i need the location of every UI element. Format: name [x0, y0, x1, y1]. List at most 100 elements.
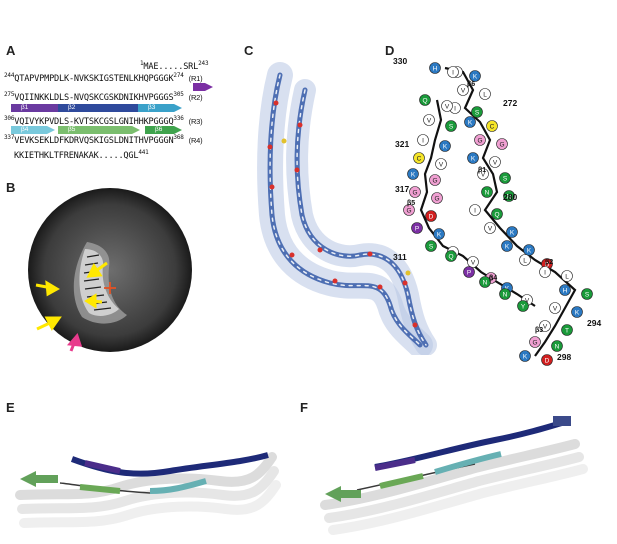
residue-node: S	[581, 288, 593, 300]
svg-text:V: V	[543, 323, 548, 330]
svg-text:N: N	[503, 291, 508, 298]
svg-text:N: N	[483, 279, 488, 286]
repeat-tag: (R3)	[188, 116, 203, 126]
svg-text:I: I	[422, 137, 424, 144]
class-average-image	[28, 188, 192, 352]
svg-text:K: K	[468, 119, 473, 126]
repeat-tag: (R1)	[188, 73, 203, 83]
svg-text:G: G	[488, 275, 493, 282]
seq-text: VQIVYKPVDLS-KVTSKCGSLGNIHHKPGGGQ	[14, 116, 174, 127]
seq-text: VQIINKKLDLS-NVQSKCGSKDNIKHVPGGGS	[14, 92, 174, 103]
residue-number-label: 321	[395, 139, 409, 149]
svg-text:K: K	[437, 231, 442, 238]
residue-node: K	[469, 70, 481, 82]
strand-arrow-b6: β6	[145, 126, 182, 134]
residue-node: S	[445, 120, 457, 132]
residue-node: K	[506, 226, 518, 238]
svg-text:G: G	[532, 339, 537, 346]
residue-node: H	[429, 62, 441, 74]
beta-strand-label: β4	[489, 275, 497, 282]
residue-node: G	[529, 336, 541, 348]
svg-text:V: V	[493, 159, 498, 166]
seq-start-number: 1	[140, 60, 144, 67]
ribbon-model-f	[320, 416, 588, 535]
svg-text:N: N	[485, 189, 490, 196]
svg-text:K: K	[505, 243, 510, 250]
svg-text:P: P	[415, 225, 419, 232]
svg-text:H: H	[433, 65, 438, 72]
residue-node: G	[403, 204, 415, 216]
seq-end-number: 441	[138, 149, 149, 156]
seq-end-number: 274	[173, 72, 184, 79]
residue-node: V	[489, 156, 501, 168]
residue-node: N	[481, 186, 493, 198]
residue-node: V	[457, 84, 469, 96]
svg-text:V: V	[461, 87, 466, 94]
residue-node: I	[469, 204, 481, 216]
residue-number-label: 311	[393, 252, 407, 262]
residue-node: S	[499, 172, 511, 184]
residue-node: G	[429, 174, 441, 186]
residue-node: V	[539, 320, 551, 332]
seq-start-number: 306	[4, 115, 15, 122]
residue-node: K	[501, 240, 513, 252]
seq-end-number: 336	[173, 115, 184, 122]
sequence-row-0: 1MAE.....SRL243	[140, 60, 209, 72]
svg-text:S: S	[475, 109, 480, 116]
beta-strand-label: β1	[478, 167, 486, 174]
beta-strand-label: β6	[467, 81, 475, 88]
residue-node: N	[551, 340, 563, 352]
seq-text: VEVKSEKLDFKDRVQSKIGSLDNITHVPGGGN	[14, 135, 174, 146]
residue-node: D	[425, 210, 437, 222]
seq-start-number: 244	[4, 72, 15, 79]
residue-node: L	[561, 270, 573, 282]
strand-arrow-b3: β3	[138, 104, 182, 112]
residue-node: N	[499, 288, 511, 300]
residue-node: I	[539, 266, 551, 278]
residue-node: K	[519, 350, 531, 362]
svg-text:H: H	[563, 287, 568, 294]
residue-node: V	[549, 302, 561, 314]
panel-label-d: D	[385, 43, 395, 58]
svg-text:K: K	[575, 309, 580, 316]
residue-node: G	[474, 134, 486, 146]
sequence-row-r3: 306VQIVYKPVDLS-KVTSKCGSLGNIHHKPGGGQ336 (…	[4, 115, 203, 127]
residue-node: C	[413, 152, 425, 164]
seq-end-number: 305	[173, 91, 184, 98]
residue-node: Q	[419, 94, 431, 106]
residue-node: G	[496, 138, 508, 150]
svg-text:V: V	[488, 225, 493, 232]
residue-node: K	[439, 140, 451, 152]
svg-text:Q: Q	[448, 253, 453, 260]
seq-text: KKIETHKLTFRENAKAK.....QGL	[14, 150, 139, 161]
residue-node: T	[561, 324, 573, 336]
residue-number-label: 280	[503, 192, 517, 202]
residue-node: K	[464, 116, 476, 128]
seq-end-number: 368	[173, 134, 184, 141]
svg-text:D: D	[545, 261, 550, 268]
topology-diagram: HLIKVLISKCGGKVVSNNIQVKKKLDILHSVKVTGNKDQV…	[393, 56, 601, 366]
svg-text:N: N	[555, 343, 560, 350]
residue-node: Q	[491, 208, 503, 220]
strand-arrow-b1: β1	[11, 104, 69, 112]
residue-number-label: 317	[395, 184, 409, 194]
residue-node: K	[571, 306, 583, 318]
residue-number-label: 298	[557, 352, 571, 362]
beta-strand-label: β5	[407, 200, 415, 207]
seq-text: MAE.....SRL	[143, 61, 199, 72]
svg-text:K: K	[411, 171, 416, 178]
svg-text:V: V	[471, 259, 476, 266]
residue-number-label: 330	[393, 56, 407, 66]
strand-arrow-b4: β4	[11, 126, 55, 134]
residue-node: I	[447, 66, 459, 78]
strand-arrow-b6-top	[193, 83, 213, 91]
repeat-tag: (R2)	[188, 92, 203, 102]
svg-text:T: T	[565, 327, 569, 334]
residue-node: S	[425, 240, 437, 252]
residue-number-label: 294	[587, 318, 601, 328]
strand-arrow-b2: β2	[58, 104, 146, 112]
svg-text:I: I	[544, 269, 546, 276]
ribbon-model-e	[15, 452, 281, 528]
residue-node: H	[559, 284, 571, 296]
seq-start-number: 337	[4, 134, 15, 141]
